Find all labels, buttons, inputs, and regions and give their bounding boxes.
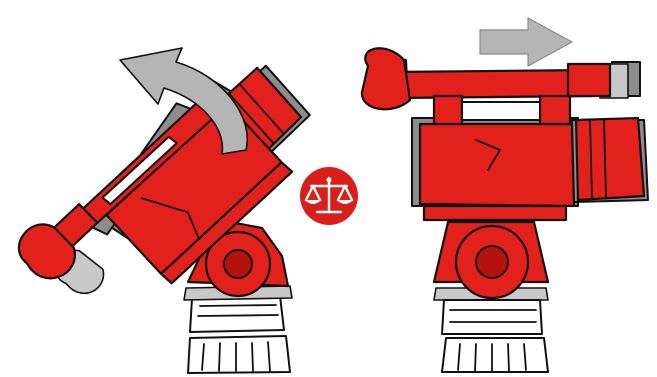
right-camera-body bbox=[362, 48, 648, 206]
balance-scale-icon bbox=[300, 167, 358, 225]
left-tripod-base bbox=[184, 286, 292, 373]
right-tripod-base bbox=[434, 288, 548, 372]
right-fluid-head bbox=[434, 222, 548, 298]
right-arrow-icon bbox=[480, 18, 572, 66]
right-mount-plate bbox=[424, 206, 566, 220]
right-level-camera-on-head bbox=[362, 18, 648, 372]
left-tilted-camera-on-head bbox=[10, 44, 335, 373]
